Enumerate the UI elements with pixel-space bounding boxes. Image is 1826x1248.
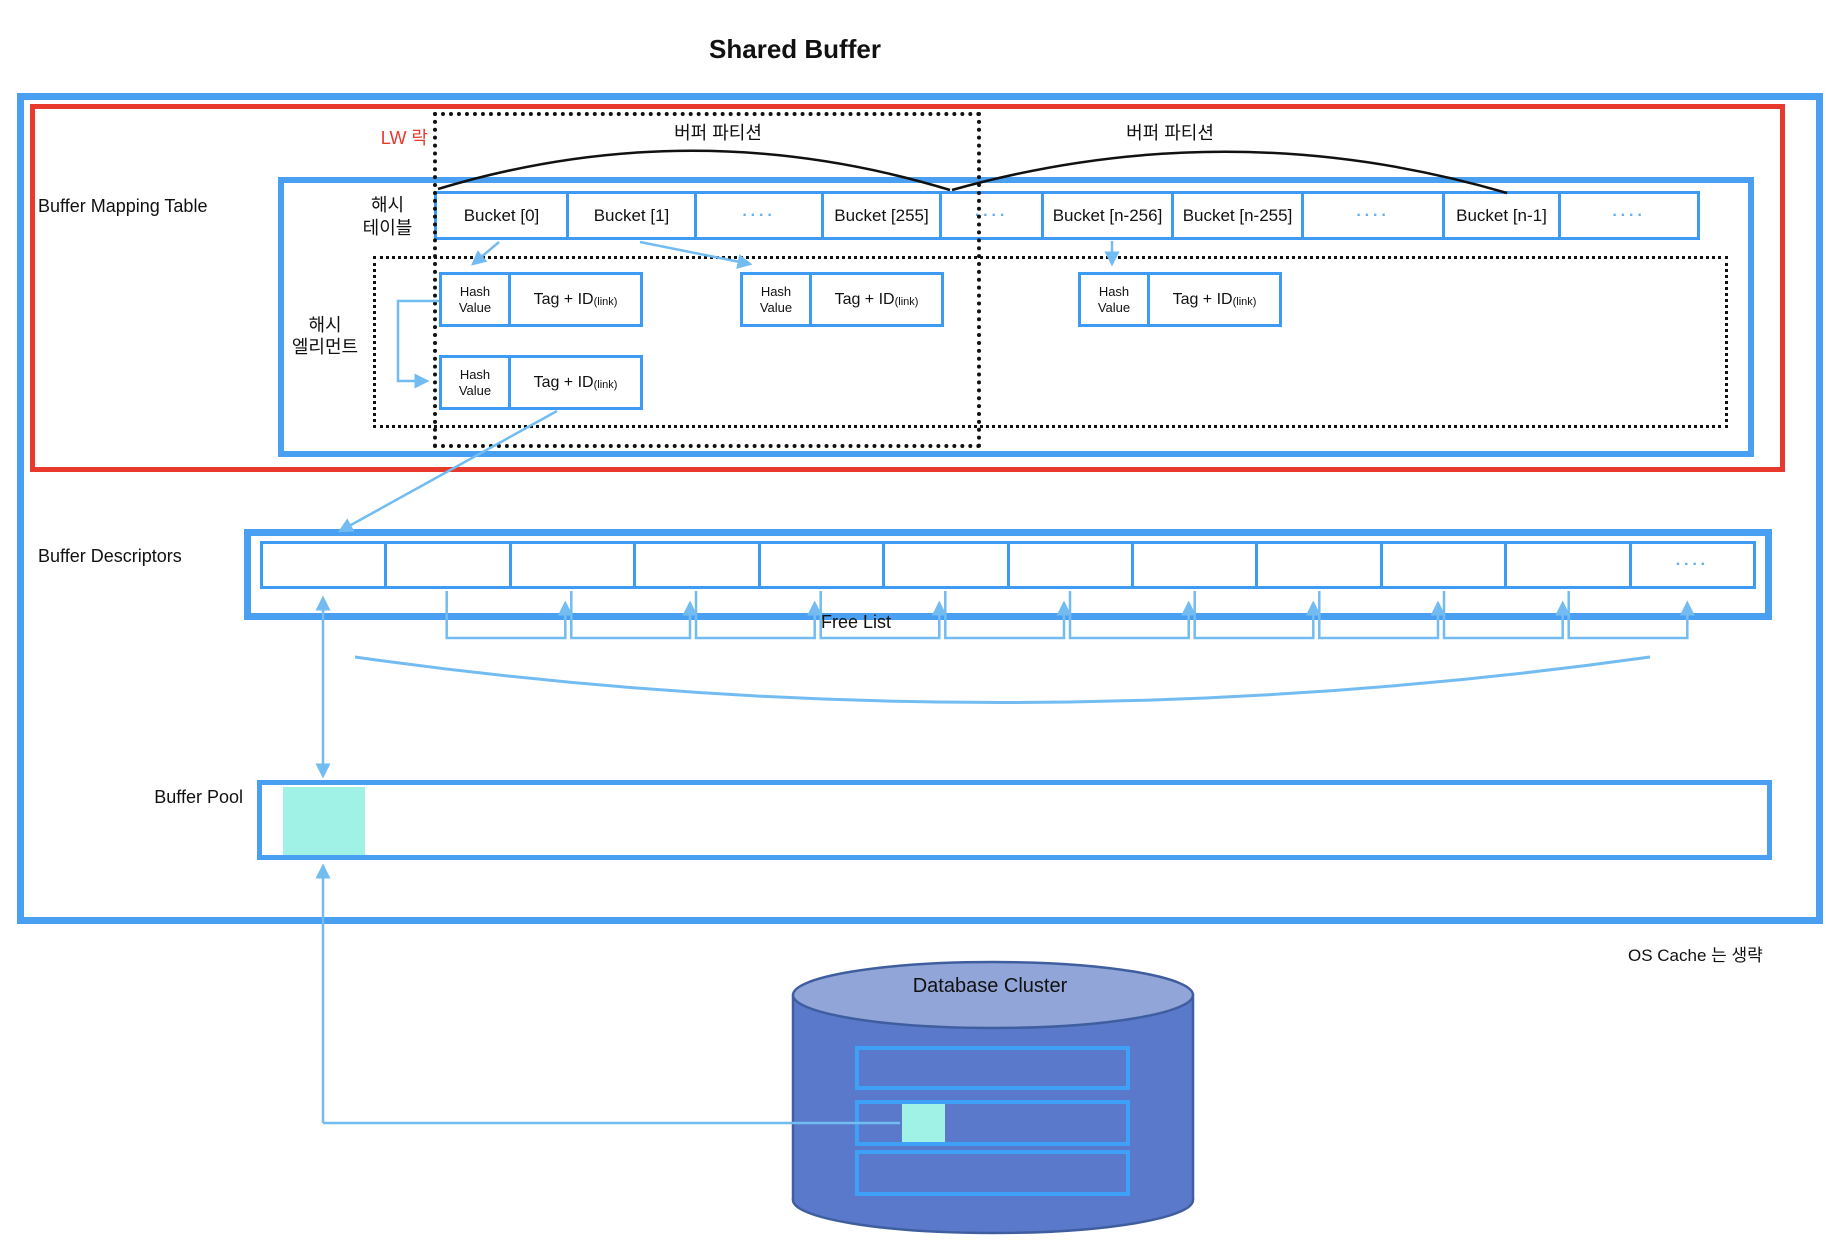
tag-id-cell: Tag + ID(link) xyxy=(533,373,618,391)
bucket-0-cell: Bucket [0] xyxy=(463,205,540,225)
bucket-n256-cell: Bucket [n-256] xyxy=(1041,194,1171,237)
tag-id-cell: Tag + ID(link) xyxy=(533,290,618,308)
descriptor-cell xyxy=(757,544,882,586)
db-page-highlight-cell xyxy=(902,1104,945,1142)
free-list-label: Free List xyxy=(820,612,892,632)
buffer-descriptors-row: ···· xyxy=(260,541,1756,589)
descriptor-cell xyxy=(633,544,757,586)
hash-table-bucket-row: Bucket [0] Bucket [1] ···· Bucket [255] … xyxy=(434,191,1700,240)
descriptor-cell xyxy=(1379,544,1504,586)
descriptor-cell xyxy=(384,544,508,586)
page-title: Shared Buffer xyxy=(709,34,881,64)
lw-lock-frame xyxy=(30,104,1785,472)
descriptor-cell xyxy=(882,544,1006,586)
buffer-partition-label-1: 버퍼 파티션 xyxy=(674,123,762,143)
bucket-ellipsis-cell: ···· xyxy=(1301,194,1442,237)
db-page-row xyxy=(855,1046,1130,1090)
hash-element-label: 해시 엘리먼트 xyxy=(291,315,359,357)
descriptor-ellipsis-cell: ···· xyxy=(1628,544,1753,586)
bucket-ellipsis-cell: ···· xyxy=(1558,194,1697,237)
buffer-mapping-table-label: Buffer Mapping Table xyxy=(38,196,208,216)
buffer-pool-label: Buffer Pool xyxy=(154,787,243,807)
bucket-n1-cell: Bucket [n-1] xyxy=(1442,194,1558,237)
descriptor-cell xyxy=(1130,544,1255,586)
bucket-n255-cell: Bucket [n-255] xyxy=(1171,194,1301,237)
hash-table-label: 해시 테이블 xyxy=(362,195,413,238)
os-cache-note: OS Cache 는 생략 xyxy=(1628,946,1763,965)
bucket-ellipsis-cell: ···· xyxy=(694,194,821,237)
buffer-pool-frame xyxy=(257,780,1772,860)
tag-id-cell: Tag + ID(link) xyxy=(1172,290,1257,308)
database-cluster-label: Database Cluster xyxy=(912,975,1068,997)
descriptor-cell xyxy=(1006,544,1131,586)
descriptor-cell xyxy=(1255,544,1379,586)
bucket-1-cell: Bucket [1] xyxy=(566,194,694,237)
descriptor-cell xyxy=(1504,544,1628,586)
buffer-descriptors-label: Buffer Descriptors xyxy=(38,546,182,566)
db-page-row xyxy=(855,1100,1130,1146)
buffer-pool-highlight-cell xyxy=(283,787,365,855)
shared-buffer-frame xyxy=(17,93,1823,924)
bucket-255-cell: Bucket [255] xyxy=(821,194,939,237)
descriptor-cell xyxy=(508,544,633,586)
descriptor-cell xyxy=(263,544,384,586)
buffer-partition-label-2: 버퍼 파티션 xyxy=(1126,123,1214,143)
db-page-row xyxy=(855,1150,1130,1196)
lw-lock-label: LW 락 xyxy=(380,128,428,148)
tag-id-cell: Tag + ID(link) xyxy=(834,290,919,308)
bucket-ellipsis-cell: ···· xyxy=(939,194,1041,237)
